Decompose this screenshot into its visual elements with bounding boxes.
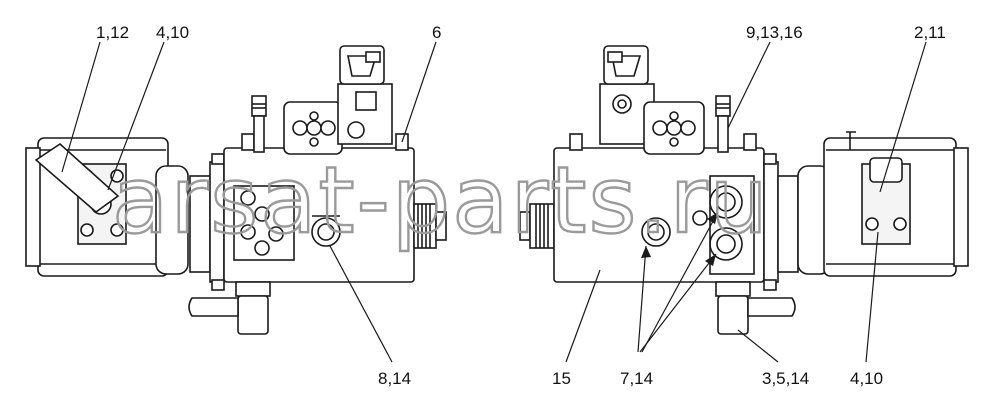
right-pump [519, 45, 969, 335]
arrow-heads [641, 212, 718, 266]
leader-15 [565, 269, 601, 363]
leader-4-10-left [107, 41, 165, 191]
arrowhead-a [641, 246, 651, 258]
callout-1-12: 1,12 [96, 23, 129, 42]
leader-4-10-right [865, 231, 879, 363]
callout-8-14: 8,14 [378, 369, 411, 388]
callout-4-10-bottom: 4,10 [850, 369, 883, 388]
right-gauge-port [715, 95, 731, 153]
right-outlet-pipe [715, 281, 796, 335]
leader-7-14-c [641, 211, 719, 353]
callout-2-11: 2,11 [914, 23, 946, 42]
leader-8-14 [329, 245, 393, 363]
leader-7-14-b [639, 253, 717, 353]
leader-9-13-16 [727, 41, 771, 129]
left-main-body [223, 133, 447, 283]
leader-6 [401, 41, 437, 143]
arrowhead-c [707, 212, 718, 224]
left-flange [155, 153, 225, 291]
right-control-block [599, 45, 705, 155]
leader-2-11 [879, 41, 927, 193]
callout-7-14: 7,14 [620, 369, 653, 388]
right-shaft [519, 203, 555, 249]
callout-6: 6 [432, 23, 441, 42]
right-flange [763, 153, 831, 291]
watermark: arsat-parts.ru [112, 147, 770, 254]
leader-7-14-a [637, 245, 647, 353]
right-main-body [553, 133, 765, 283]
left-control-block [283, 45, 393, 155]
leader-3-5-14 [737, 329, 779, 363]
left-pump [25, 45, 447, 335]
callout-4-10-top: 4,10 [156, 23, 189, 42]
arrowhead-b [705, 254, 716, 266]
leader-lines [61, 41, 927, 363]
callout-3-5-14: 3,5,14 [762, 369, 809, 388]
leader-1-12 [61, 41, 101, 173]
right-end-housing [823, 131, 969, 277]
callout-9-13-16: 9,13,16 [746, 23, 803, 42]
left-end-housing [25, 137, 169, 277]
callout-15: 15 [552, 369, 571, 388]
left-outlet-pipe [188, 281, 271, 335]
left-gauge-port [251, 95, 267, 153]
